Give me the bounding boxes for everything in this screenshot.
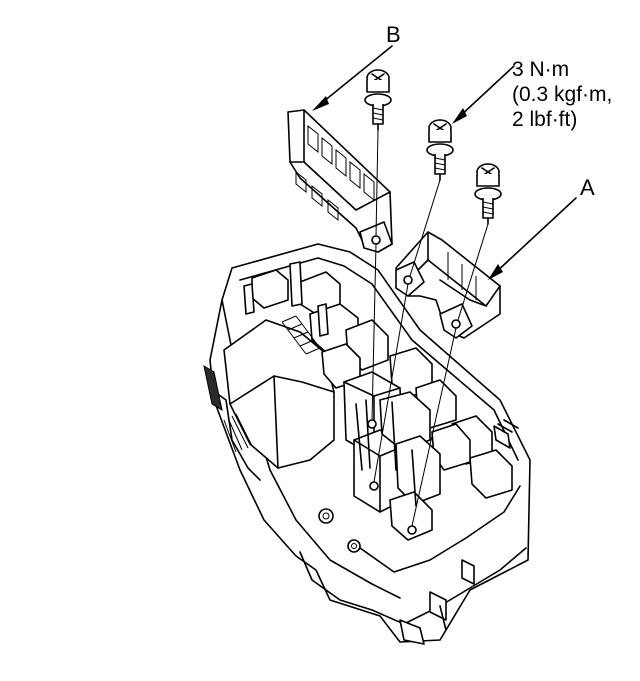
assembly-centerlines [371,129,489,527]
leader-b [312,45,393,111]
part-a-bracket [395,231,501,339]
screw-b [364,69,392,131]
part-a-label: A [580,175,595,200]
leader-torque [452,65,515,124]
part-b-label: B [386,22,401,47]
fuse-box-body [203,243,531,645]
leader-a [488,197,577,280]
torque-spec-label: 3 N·m (0.3 kgf·m, 2 lbf·ft) [512,58,613,131]
screw-a [474,163,502,225]
part-b-cover [287,109,393,253]
screw-middle [426,119,454,181]
